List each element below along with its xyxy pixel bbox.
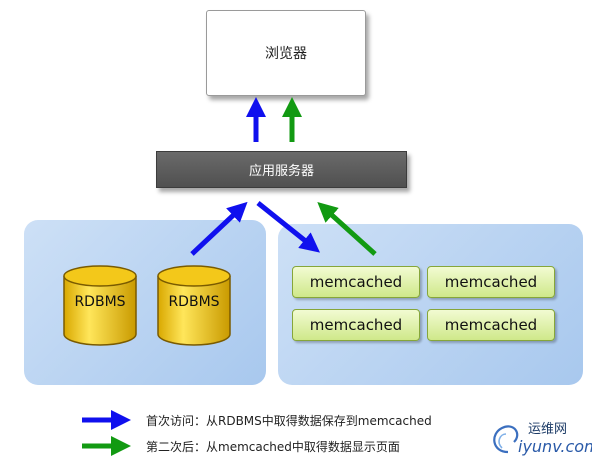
database-label: RDBMS	[74, 294, 126, 310]
database-label: RDBMS	[168, 294, 220, 310]
arrow-server-to-memcached	[256, 201, 321, 253]
cache-panel	[278, 224, 583, 385]
arrow-rdbms-to-server	[190, 201, 248, 256]
app-server-node: 应用服务器	[156, 151, 407, 188]
watermark-site-name: 运维网	[528, 422, 568, 437]
memcached-node: memcached	[427, 309, 555, 341]
memcached-node: memcached	[292, 309, 420, 341]
memcached-node: memcached	[427, 266, 555, 298]
rdbms-database: RDBMS	[156, 264, 232, 348]
watermark-url: iyunv.com	[518, 437, 592, 456]
memcached-node: memcached	[292, 266, 420, 298]
memcached-label: memcached	[309, 316, 403, 334]
arrow-memcached-to-server	[317, 201, 377, 256]
memcached-label: memcached	[309, 273, 403, 291]
browser-label: 浏览器	[265, 46, 307, 62]
database-cylinder-icon	[63, 265, 137, 346]
database-cylinder-icon	[157, 265, 231, 346]
legend-first-access: 首次访问：从RDBMS中取得数据保存到memcached	[146, 414, 432, 428]
browser-node: 浏览器	[206, 10, 366, 96]
memcached-label: memcached	[444, 316, 538, 334]
watermark-logo-icon	[493, 425, 519, 454]
app-server-label: 应用服务器	[248, 164, 314, 179]
legend-subsequent-access: 第二次后：从memcached中取得数据显示页面	[146, 440, 400, 454]
rdbms-database: RDBMS	[62, 264, 138, 348]
memcached-label: memcached	[444, 273, 538, 291]
